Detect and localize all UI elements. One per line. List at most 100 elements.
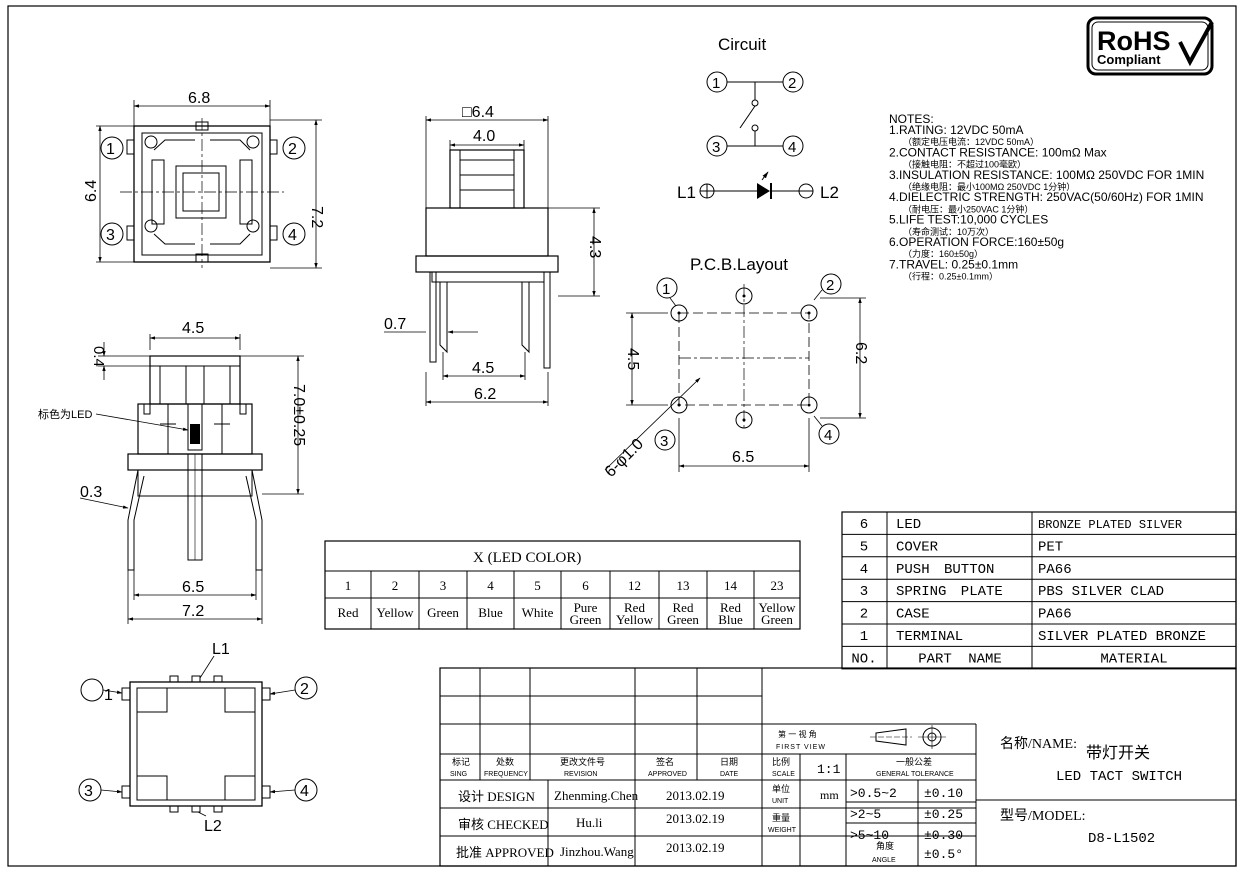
- svg-text:6.5: 6.5: [732, 449, 754, 466]
- svg-text:Jinzhou.Wang: Jinzhou.Wang: [560, 844, 634, 859]
- svg-text:带灯开关: 带灯开关: [1086, 744, 1150, 762]
- svg-text:2: 2: [788, 75, 796, 92]
- led-color: Red: [624, 600, 645, 615]
- svg-text:设计 DESIGN: 设计 DESIGN: [458, 789, 536, 804]
- svg-text:一般公差: 一般公差: [896, 756, 932, 767]
- svg-text:7.2: 7.2: [182, 603, 204, 620]
- svg-text:SING: SING: [450, 771, 467, 778]
- bom-header: NO.: [851, 651, 876, 667]
- svg-text:4: 4: [288, 227, 297, 244]
- note-line: （耐电压：最小250VAC 1分钟）: [903, 203, 1033, 214]
- svg-text:型号/MODEL:: 型号/MODEL:: [1000, 808, 1086, 824]
- svg-text:7.2: 7.2: [308, 206, 325, 228]
- svg-text:GENERAL TOLERANCE: GENERAL TOLERANCE: [876, 771, 954, 778]
- svg-text:D8-L1502: D8-L1502: [1088, 831, 1155, 847]
- note-line: 4.DIELECTRIC STRENGTH: 250VAC(50/60Hz) F…: [889, 190, 1204, 204]
- bom-no: 1: [860, 629, 868, 645]
- note-line: （寿命测试：10万次）: [903, 226, 994, 237]
- note-line: 2.CONTACT RESISTANCE: 100mΩ Max: [889, 145, 1107, 159]
- svg-text:角度: 角度: [876, 840, 894, 851]
- svg-text:ANGLE: ANGLE: [872, 857, 896, 864]
- svg-text:1: 1: [662, 281, 670, 298]
- pcb-layout: P.C.B.Layout 1 2 3 4 4.5 6.2 6.5 6-φ1.0: [602, 255, 869, 481]
- bom-material: PBS SILVER CLAD: [1038, 584, 1164, 600]
- top-view: 6.8 1 2 3 4 6.4 7.2: [83, 90, 325, 269]
- notes-title: NOTES:: [889, 112, 934, 126]
- svg-text:处数: 处数: [496, 756, 514, 767]
- svg-text:L1: L1: [212, 641, 230, 658]
- svg-text:批准 APPROVED: 批准 APPROVED: [456, 845, 554, 860]
- led-diode-icon: [757, 183, 770, 199]
- svg-text:重量: 重量: [772, 812, 790, 823]
- led-color-table: X (LED COLOR) 1Red2Yellow3Green4Blue5Whi…: [324, 540, 801, 630]
- svg-text:6-φ1.0: 6-φ1.0: [602, 436, 647, 481]
- pcb-hole: [800, 304, 818, 322]
- svg-text:1: 1: [712, 75, 720, 92]
- bom-header: PART NAME: [918, 651, 1002, 667]
- led-color: Yellow: [616, 612, 654, 627]
- led-color: Pure: [574, 600, 598, 615]
- svg-text:SCALE: SCALE: [772, 771, 795, 778]
- bom-header: MATERIAL: [1100, 651, 1167, 667]
- svg-text:2013.02.19: 2013.02.19: [666, 840, 725, 855]
- led-code: 6: [582, 578, 589, 593]
- note-line: （力度：160±50g）: [903, 248, 983, 259]
- svg-text:±0.5°: ±0.5°: [924, 847, 963, 862]
- led-color: Green: [427, 605, 459, 620]
- tol-range: >5~10: [850, 828, 889, 843]
- svg-text:FIRST VIEW: FIRST VIEW: [776, 744, 826, 751]
- bom-part: CASE: [896, 607, 930, 623]
- bom-material: BRONZE PLATED SILVER: [1038, 518, 1182, 532]
- svg-text:3: 3: [660, 433, 668, 450]
- led-chip: [190, 424, 200, 444]
- check-mark-icon: [1178, 21, 1214, 67]
- led-color: Green: [667, 612, 699, 627]
- svg-text:4.5: 4.5: [182, 320, 204, 337]
- svg-text:4: 4: [300, 783, 309, 800]
- svg-text:□6.4: □6.4: [462, 104, 494, 121]
- svg-text:1: 1: [104, 687, 113, 704]
- note-line: （额定电压电流：12VDC 50mA）: [903, 136, 1039, 147]
- svg-text:3: 3: [84, 783, 93, 800]
- side-view: □6.4 4.0 4.3 0.7 4.5 6.2: [384, 104, 603, 406]
- bom-no: 2: [860, 607, 868, 623]
- svg-text:REVISION: REVISION: [564, 771, 597, 778]
- svg-text:3: 3: [712, 139, 720, 156]
- first-angle-projection-icon: [870, 725, 946, 749]
- svg-text:6.5: 6.5: [182, 579, 204, 596]
- svg-text:名称/NAME:: 名称/NAME:: [1000, 736, 1077, 752]
- led-color: Green: [570, 612, 602, 627]
- led-code: 4: [487, 578, 494, 593]
- svg-text:4.0: 4.0: [473, 128, 495, 145]
- led-code: 13: [677, 578, 690, 593]
- svg-text:L1: L1: [677, 183, 696, 202]
- svg-text:UNIT: UNIT: [772, 798, 789, 805]
- svg-text:6.2: 6.2: [474, 386, 496, 403]
- led-color: Red: [673, 600, 694, 615]
- pcb-hole: [800, 396, 818, 414]
- led-table-title: X (LED COLOR): [473, 550, 581, 566]
- note-line: 7.TRAVEL: 0.25±0.1mm: [889, 257, 1018, 271]
- tol-range: >0.5~2: [850, 786, 897, 801]
- svg-text:L2: L2: [820, 183, 839, 202]
- svg-text:比例: 比例: [772, 756, 790, 767]
- pcb-hole: [670, 304, 688, 322]
- svg-text:2: 2: [300, 681, 309, 698]
- led-code: 12: [628, 578, 641, 593]
- svg-text:DATE: DATE: [720, 771, 738, 778]
- pcb-title: P.C.B.Layout: [690, 255, 788, 274]
- svg-text:2013.02.19: 2013.02.19: [666, 788, 725, 803]
- bom-material: PA66: [1038, 607, 1072, 623]
- bom-part: TERMINAL: [896, 629, 963, 645]
- notes-block: NOTES: 1.RATING: 12VDC 50mA（额定电压电流：12VDC…: [889, 112, 1204, 282]
- led-color: Yellow: [377, 605, 415, 620]
- svg-text:日期: 日期: [720, 757, 738, 767]
- svg-text:WEIGHT: WEIGHT: [768, 827, 797, 834]
- led-color: Blue: [478, 605, 503, 620]
- led-code: 23: [771, 578, 784, 593]
- svg-text:mm: mm: [820, 788, 839, 802]
- tol-value: ±0.30: [924, 828, 963, 843]
- rohs-logo: RoHS Compliant: [1086, 16, 1214, 76]
- svg-text:0.3: 0.3: [80, 484, 102, 501]
- led-color: Red: [720, 600, 741, 615]
